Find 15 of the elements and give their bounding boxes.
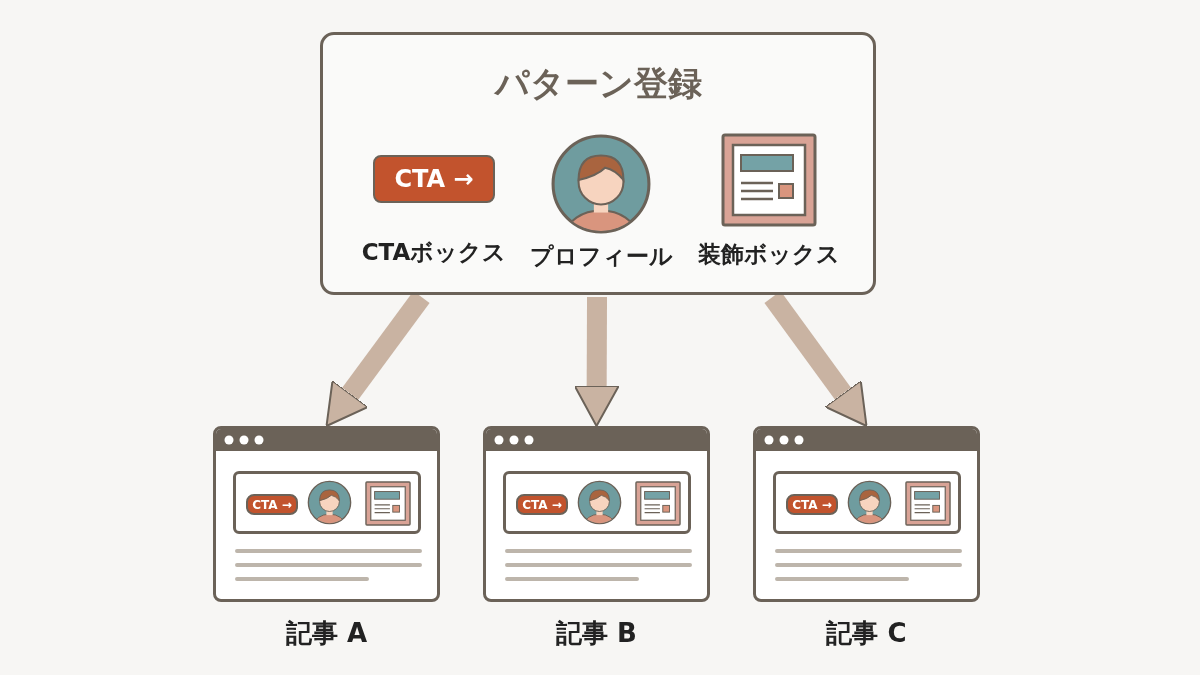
cta-button: CTA →: [516, 494, 568, 515]
article-label: 記事 C: [825, 617, 908, 650]
article-label: 記事 A: [284, 617, 369, 650]
article-label: 記事 B: [555, 617, 638, 650]
component-label: プロフィール: [528, 242, 674, 271]
avatar-icon: [550, 133, 652, 235]
component-label: 装飾ボックス: [697, 240, 841, 269]
panel-title: パターン登録: [493, 62, 703, 105]
cta-button: CTA →: [246, 494, 298, 515]
cta-button: CTA →: [786, 494, 838, 515]
arrow: [573, 296, 620, 427]
cta-button: CTA →: [373, 155, 495, 203]
decorative-box-icon: [721, 133, 817, 227]
pattern-panel: [320, 32, 876, 295]
component-label: CTAボックス: [360, 238, 508, 267]
